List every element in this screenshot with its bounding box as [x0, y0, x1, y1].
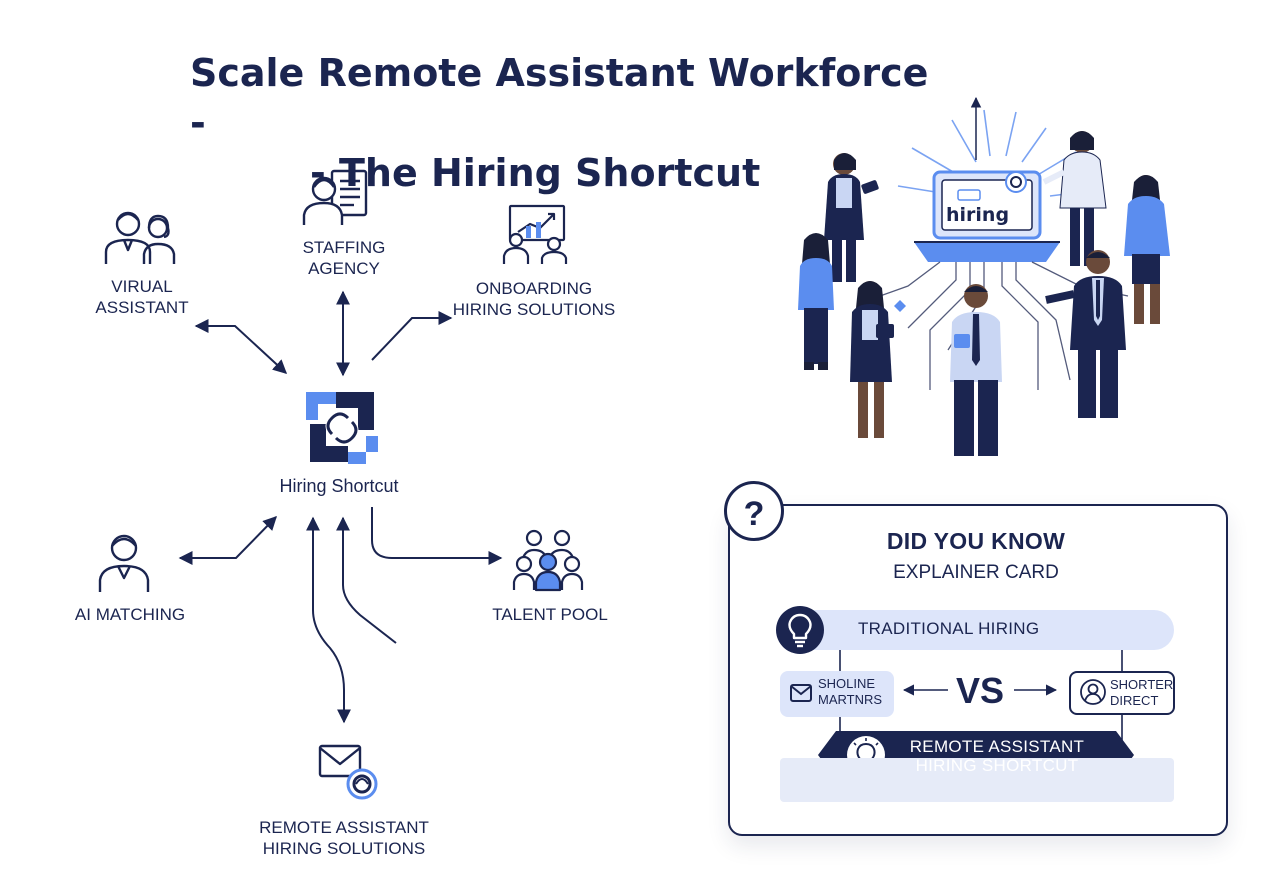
node-label-talent-pool: TALENT POOL: [492, 605, 608, 624]
arrow-virtual-assistant: [194, 319, 288, 374]
person-figure: [950, 284, 1002, 456]
title-line-1: Scale Remote Assistant Workforce -: [190, 51, 929, 145]
arrow-onboarding: [371, 311, 453, 361]
shorter-direct-text: SHORTER DIRECT: [1110, 677, 1174, 708]
envelope-icon: [318, 744, 378, 800]
node-label-staffing-agency: STAFFING AGENCY: [302, 238, 386, 278]
person-document-icon: [302, 169, 368, 225]
shortcut-banner-text: REMOTE ASSISTANT HIRING SHORTCUT: [909, 737, 1085, 775]
hub-label: Hiring Shortcut: [279, 476, 399, 496]
person-figure: [850, 281, 906, 438]
title-line-2: - The Hiring Shortcut: [310, 151, 761, 195]
person-icon: [98, 534, 150, 592]
envelope-small-icon: [790, 684, 812, 702]
vs-label: VS: [956, 670, 1005, 711]
people-pair-icon: [104, 211, 176, 264]
arrow-center-branch: [336, 516, 397, 644]
traditional-hiring-bar: [780, 610, 1174, 650]
arrow-talent-pool: [371, 507, 503, 565]
node-label-virtual-assistant: VIRUAL ASSISTANT: [95, 277, 189, 317]
traditional-hiring-label: TRADITIONAL HIRING: [858, 619, 1040, 638]
card-title: DID YOU KNOW: [886, 528, 1066, 554]
group-icon: [512, 529, 584, 592]
team-laptop-illustration: hiring: [798, 96, 1170, 456]
shorter-direct-pill: [1069, 671, 1175, 715]
page-title: Scale Remote Assistant Workforce - - The…: [150, 48, 950, 198]
shortline-partners-text: SHOLINE MARTNRS: [818, 676, 883, 707]
hiring-shortcut-logo-icon: [306, 392, 378, 464]
person-figure: [1042, 131, 1107, 266]
person-figure: [1124, 175, 1170, 324]
node-label-onboarding: ONBOARDING HIRING SOLUTIONS: [452, 279, 616, 319]
person-figure: [824, 153, 879, 282]
person-figure: [798, 233, 834, 370]
lightbulb-icon: [776, 606, 824, 654]
presentation-chart-icon: [502, 204, 568, 264]
laptop-screen-text: hiring: [946, 204, 1009, 226]
question-badge: ?: [724, 481, 784, 541]
arrow-remote-solutions: [306, 516, 351, 724]
person-outline-icon: [1080, 679, 1106, 705]
shortline-partners-pill: [780, 671, 894, 717]
node-label-ai-matching: AI MATCHING: [74, 605, 186, 624]
card-subtitle: EXPLAINER CARD: [893, 562, 1059, 583]
arrow-ai-matching: [178, 515, 277, 565]
person-figure: [1045, 250, 1126, 418]
card-bottom-bar: [780, 758, 1174, 802]
node-label-remote-solutions: REMOTE ASSISTANT HIRING SOLUTIONS: [259, 818, 429, 858]
